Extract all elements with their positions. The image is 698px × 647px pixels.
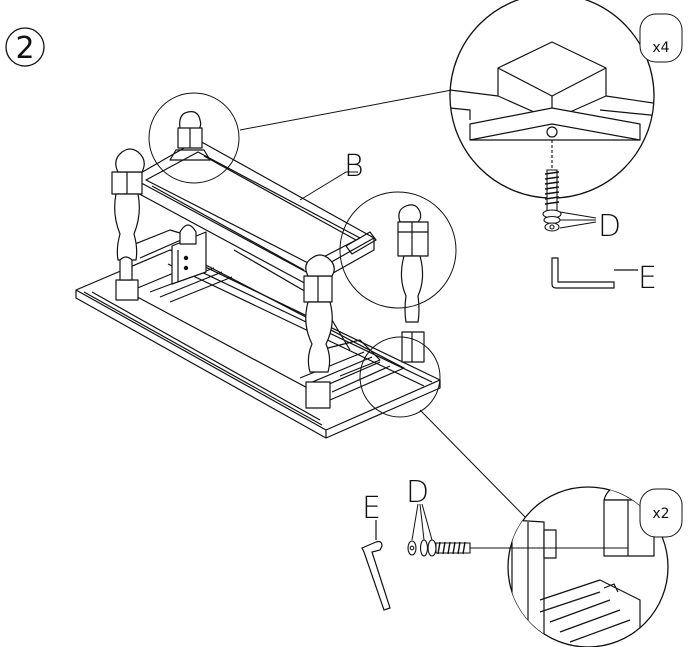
- detail-callout-top: x4 D: [450, 0, 682, 296]
- leg-front-left: [112, 149, 144, 300]
- table-assembly: [76, 112, 440, 438]
- step-indicator: 2: [6, 28, 44, 66]
- leader-lines: [240, 90, 530, 522]
- step-number: 2: [15, 31, 34, 66]
- leg-back-right: [170, 112, 210, 160]
- hex-key-bottom: [362, 520, 390, 610]
- corner-bracket-right: [346, 232, 376, 254]
- detail-callout-bottom: x2: [470, 486, 682, 647]
- quantity-x2: x2: [652, 506, 669, 522]
- label-D-bottom-leaders: [412, 504, 432, 540]
- label-D-top: D: [598, 209, 621, 244]
- label-D-bottom: D: [406, 475, 429, 510]
- screw-top: [543, 140, 561, 231]
- detail-marker-corner-right: [340, 192, 456, 308]
- label-E-top: E: [638, 261, 657, 296]
- detail-markers: [149, 93, 456, 417]
- detail-marker-corner-top: [149, 93, 239, 183]
- label-E-bottom: E: [362, 491, 381, 526]
- loose-leg: [398, 205, 428, 362]
- leg-front-right: [304, 255, 334, 408]
- screw-bottom: [408, 540, 470, 556]
- step-circle: [6, 28, 44, 66]
- lower-rail: [120, 225, 380, 376]
- hex-key-top: [552, 258, 638, 288]
- quantity-x4: x4: [652, 40, 669, 56]
- label-B: B: [344, 149, 364, 184]
- detail-marker-leg-bottom: [360, 337, 440, 417]
